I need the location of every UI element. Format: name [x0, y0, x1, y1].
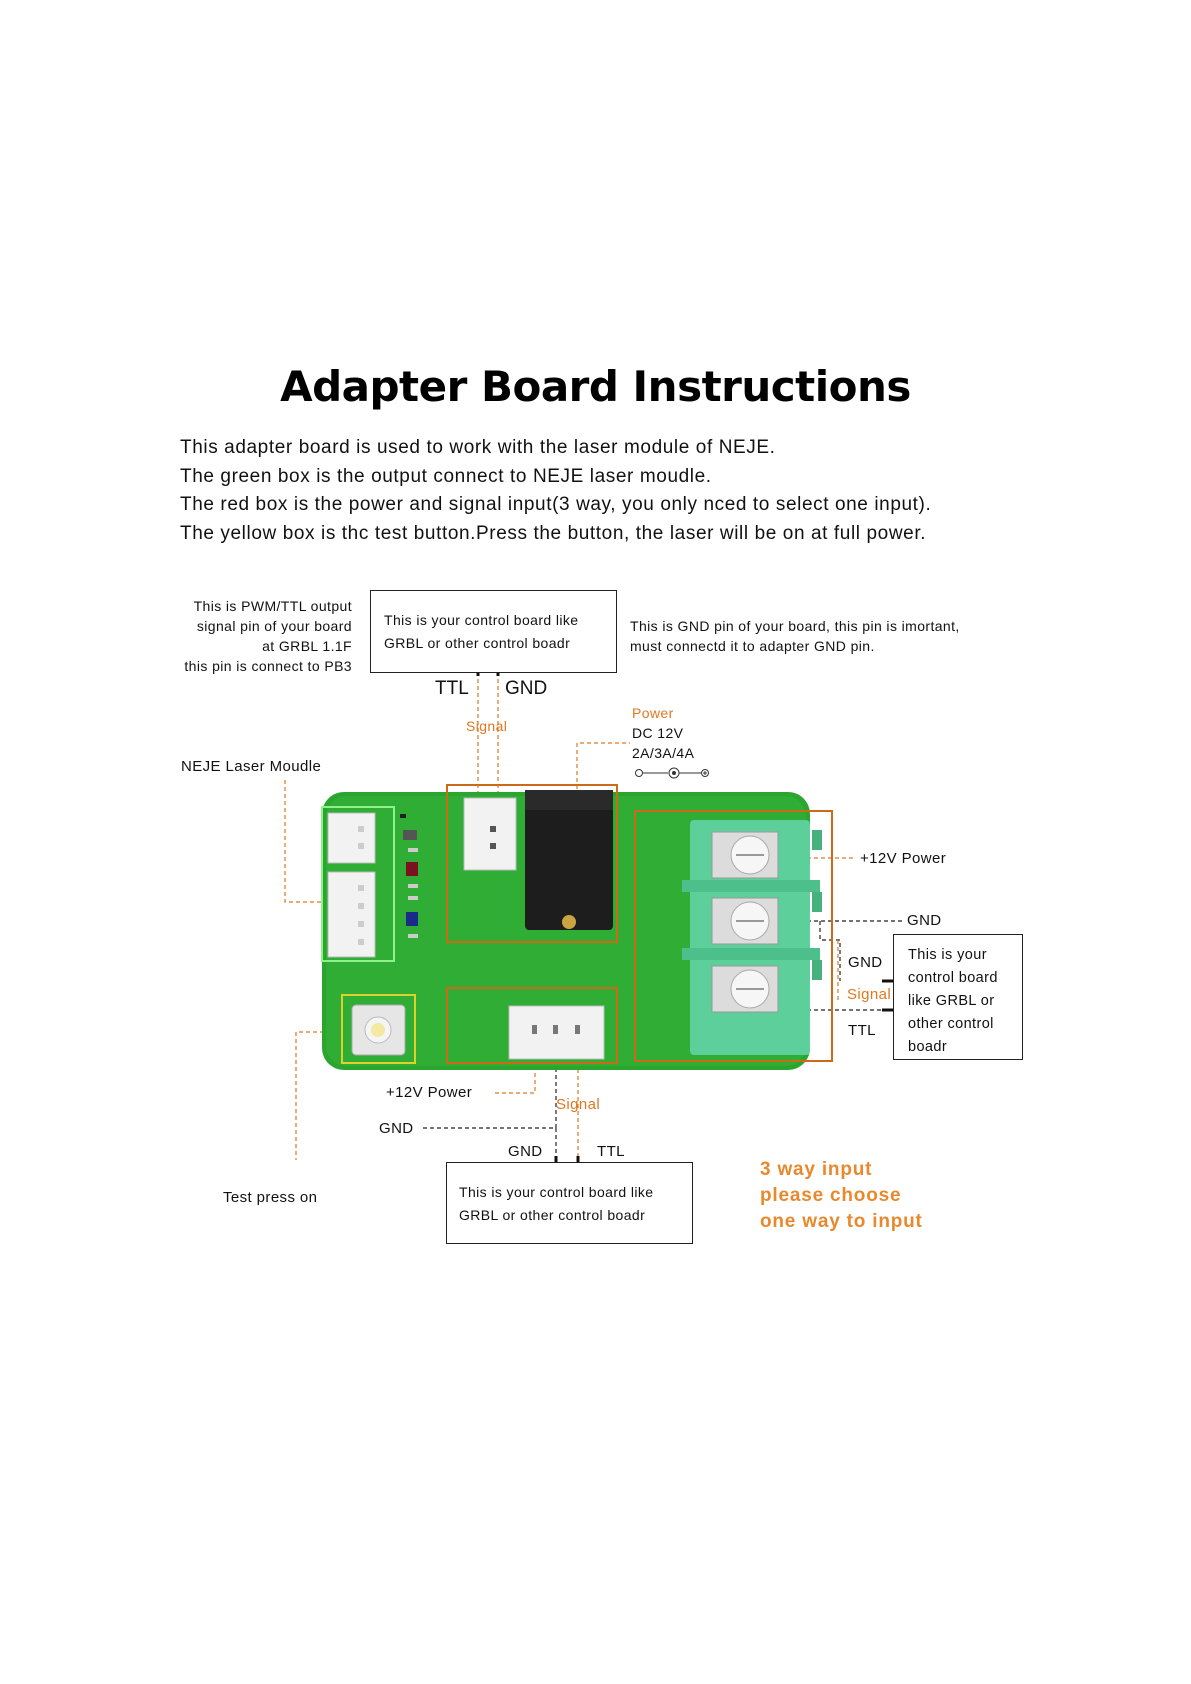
intro-line-1: This adapter board is used to work with … [180, 437, 776, 458]
control-box-bottom: This is your control board like GRBL or … [446, 1162, 693, 1244]
control-box-right: This is your control board like GRBL or … [893, 934, 1023, 1060]
neje-laser-label: NEJE Laser Moudle [181, 758, 322, 775]
gnd-right-box-label: GND [848, 954, 883, 971]
intro-text: This adapter board is used to work with … [180, 434, 931, 548]
control-box-top: This is your control board like GRBL or … [370, 590, 617, 673]
ttl-bottom-label: TTL [597, 1143, 625, 1160]
three-way-note: 3 way input please choose one way to inp… [760, 1157, 923, 1235]
intro-line-3: The red box is the power and signal inpu… [180, 494, 932, 515]
red-box-top [446, 784, 618, 943]
control-box-bottom-line-2: GRBL or other control boadr [459, 1207, 646, 1223]
pwm-note: This is PWM/TTL output signal pin of you… [120, 596, 352, 676]
signal-connector-top [463, 797, 517, 871]
control-box-right-line-3: like GRBL or [908, 993, 995, 1009]
terminal-screw-2 [711, 897, 779, 945]
three-way-line-2: please choose [760, 1185, 902, 1206]
power-leader [576, 742, 630, 796]
gnd-right-label: GND [907, 912, 942, 929]
pwm-note-line-3: at GRBL 1.1F [262, 638, 352, 654]
intro-line-2: The green box is the output connect to N… [180, 465, 712, 487]
dc-jack-symbol [635, 767, 709, 779]
terminal-block [682, 820, 822, 1055]
ttl-right-label: TTL [848, 1022, 876, 1039]
green-box [321, 806, 395, 962]
control-box-right-line-2: control board [908, 970, 998, 986]
pwm-note-line-1: This is PWM/TTL output [193, 598, 352, 614]
control-box-right-line-5: boadr [908, 1039, 948, 1055]
terminal-screw-1 [711, 831, 779, 879]
dc-current-label: 2A/3A/4A [632, 745, 695, 761]
control-box-right-line-1: This is your [908, 947, 987, 963]
gnd-note: This is GND pin of your board, this pin … [630, 616, 960, 656]
pwm-note-line-4: this pin is connect to PB3 [184, 658, 352, 674]
control-box-bottom-line-1: This is your control board like [459, 1184, 654, 1200]
three-way-line-1: 3 way input [760, 1159, 873, 1180]
signal-bottom-label: Signal [556, 1096, 601, 1113]
gnd-bottom-left-label: GND [379, 1120, 414, 1137]
gnd-bottom-label: GND [508, 1143, 543, 1160]
gnd-top-label: GND [505, 678, 548, 699]
gnd-note-line-2: must connectd it to adapter GND pin. [630, 638, 875, 654]
dc-power-jack [525, 790, 613, 930]
laser-connector-2pin [327, 812, 376, 864]
control-box-top-line-2: GRBL or other control boadr [384, 635, 571, 651]
yellow-box [341, 994, 416, 1064]
signal-right-label: Signal [847, 986, 892, 1003]
plus12v-right-label: +12V Power [860, 850, 947, 867]
ttl-top-label: TTL [435, 678, 469, 699]
neje-leader [284, 780, 326, 903]
control-box-right-line-4: other control [908, 1016, 994, 1032]
laser-connector-4pin [327, 871, 376, 958]
control-box-top-line-1: This is your control board like [384, 612, 579, 628]
three-way-line-3: one way to input [760, 1211, 923, 1232]
plus12v-bottom-label: +12V Power [386, 1084, 473, 1101]
terminal-screw-3 [711, 965, 779, 1013]
page-title: Adapter Board Instructions [280, 362, 911, 411]
power-label: Power [632, 705, 674, 721]
dc-voltage-label: DC 12V [632, 725, 684, 741]
pwm-note-line-2: signal pin of your board [196, 618, 352, 634]
test-leader [295, 1031, 352, 1160]
gnd-right-drop [819, 921, 841, 981]
red-box-right [634, 810, 833, 1062]
signal-top-label: Signal [466, 718, 508, 734]
red-box-bottom [446, 987, 618, 1064]
test-press-label: Test press on [223, 1189, 318, 1206]
gnd-note-line-1: This is GND pin of your board, this pin … [630, 618, 960, 634]
intro-line-4: The yellow box is thc test button.Press … [180, 522, 927, 544]
